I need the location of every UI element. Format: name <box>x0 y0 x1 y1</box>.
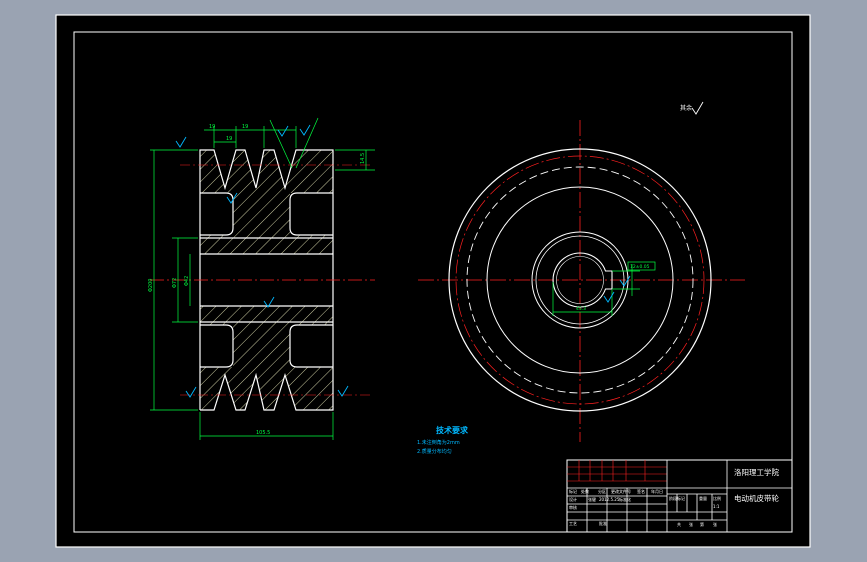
dim-keyway-width: 12±0.05 <box>630 264 650 270</box>
title-left-label: 审核 <box>569 504 577 510</box>
roughness-symbol-icon <box>226 192 238 204</box>
web-recess-upper-left <box>200 192 234 236</box>
title-header-cell: 更改文件号 <box>611 488 631 494</box>
title-stage-label: 重量 <box>699 495 707 501</box>
dim-top-pitch-b: 19 <box>242 124 248 130</box>
roughness-symbol-icon <box>691 101 704 115</box>
title-sheet-label: 张 <box>713 521 717 527</box>
title-design-cell: 标准化 <box>619 496 631 502</box>
title-scale: 1:1 <box>713 504 720 509</box>
bore-with-keyway <box>552 252 613 308</box>
title-design-cell: 张健 <box>588 496 596 502</box>
title-stage-label: 比例 <box>713 495 721 501</box>
web-recess-upper-right <box>289 192 333 236</box>
dim-hub-diameter: Φ72 <box>172 278 178 288</box>
title-design-cell: 2012.5.25 <box>599 497 620 502</box>
dim-keyway-depth: 45.3 <box>576 306 586 312</box>
title-header-cell: 分区 <box>598 488 606 494</box>
dim-outer-diameter: Φ200 <box>148 279 154 292</box>
dim-top-pitch-c: 19 <box>226 136 232 142</box>
roughness-symbol-icon <box>619 275 631 287</box>
roughness-note: 其余 <box>680 101 704 115</box>
drawing-sheet <box>55 14 811 548</box>
title-header-cell: 年月日 <box>651 488 663 494</box>
roughness-symbol-icon <box>337 385 349 397</box>
roughness-note-label: 其余 <box>680 104 692 112</box>
tech-requirement-item: 2.质量分布均匀 <box>417 448 452 455</box>
title-sheet-label: 共 <box>677 521 681 527</box>
title-sheet-label: 第 <box>700 521 704 527</box>
roughness-symbol-icon <box>299 124 311 136</box>
roughness-symbol-icon <box>603 291 615 303</box>
pitch-circle <box>455 155 705 405</box>
roughness-symbol-icon <box>277 125 289 137</box>
dim-top-pitch-a: 19 <box>209 124 215 130</box>
section-outline-top <box>199 149 334 411</box>
title-sheet-label: 张 <box>689 521 693 527</box>
hub-chamfer-circle <box>535 235 625 325</box>
title-part-name: 电动机皮带轮 <box>734 493 779 503</box>
roughness-symbol-icon <box>175 136 187 148</box>
tolerance-frame <box>627 261 656 271</box>
dim-overall-width: 105.5 <box>256 430 270 436</box>
rim-inner-circle <box>486 186 674 374</box>
section-view: 105.5 19 19 19 14.5 Φ200 Φ72 Φ42 <box>148 117 375 440</box>
web-recess-lower-left <box>200 324 234 368</box>
title-header-cell: 标记 <box>569 488 577 494</box>
web-recess-lower-right <box>289 324 333 368</box>
dim-bore-diameter: Φ42 <box>184 276 190 286</box>
title-left-label: 批准 <box>599 520 607 526</box>
title-left-label: 工艺 <box>569 521 577 526</box>
title-header-cell: 处数 <box>581 488 589 494</box>
title-header-cell: 签名 <box>637 488 645 494</box>
title-block: 标记 处数 分区 更改文件号 签名 年月日 设计 张健 2012.5.25 标准… <box>566 459 793 533</box>
dim-groove-depth: 14.5 <box>360 153 366 164</box>
title-school: 洛阳理工学院 <box>734 467 779 477</box>
groove-bottom-circle <box>466 166 694 394</box>
drawing-frame <box>73 31 793 533</box>
title-design-cell: 设计 <box>569 496 577 502</box>
roughness-symbol-icon <box>263 296 275 308</box>
bore-chamfer-circle <box>556 256 604 304</box>
title-stage-label: 阶段标记 <box>669 495 685 501</box>
tech-requirement-item: 1.未注倒角为2mm <box>417 439 460 446</box>
front-view: 45.3 12±0.05 <box>418 120 745 442</box>
tech-requirements: 技术要求 1.未注倒角为2mm 2.质量分布均匀 <box>417 425 469 455</box>
outer-rim-circle <box>448 148 712 412</box>
tech-requirements-heading: 技术要求 <box>436 425 469 435</box>
roughness-symbol-icon <box>185 386 197 398</box>
